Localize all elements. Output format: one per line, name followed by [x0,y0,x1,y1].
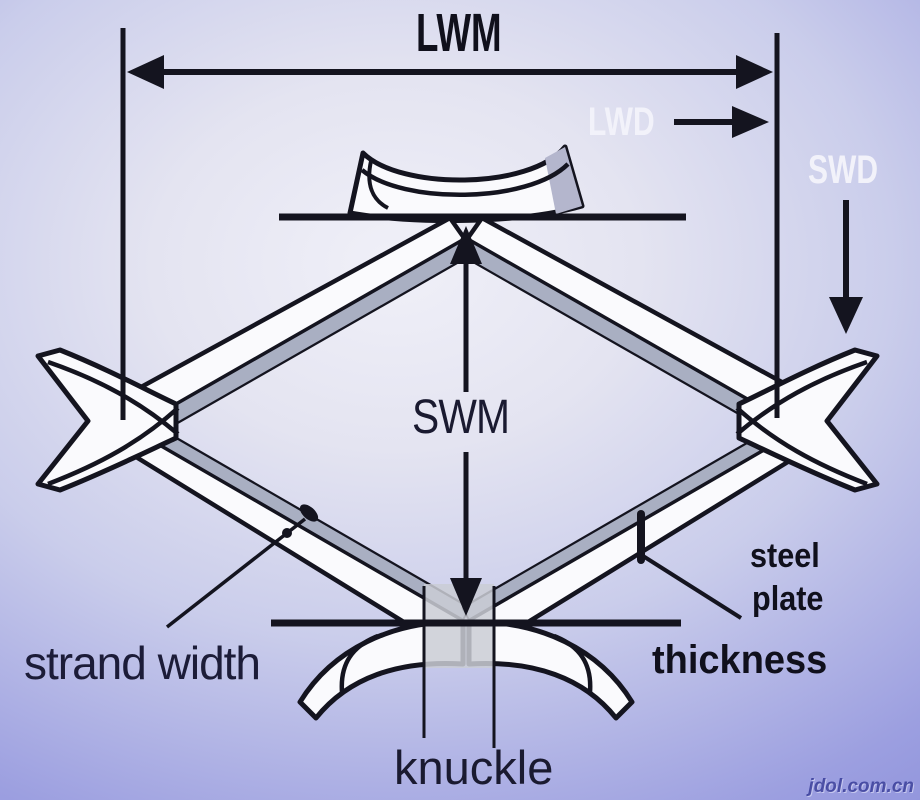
lwd-label: LWD [588,100,655,144]
lwd-dimension-arrow [674,106,769,138]
swd-dimension-arrow [829,200,863,334]
strand-width-leader [165,504,319,629]
top-knuckle-shade [545,147,582,214]
knuckle-label: knuckle [394,741,554,794]
strand-lower-left [125,421,471,651]
dimension-marks [120,28,863,748]
swm-label: SWM [412,391,510,444]
knuckle-leader-lines [422,586,496,748]
swm-dimension-arrow [450,226,482,616]
left-knuckle [35,347,180,493]
steel-plate-label-line1: steel [750,537,820,575]
thickness-label: thickness [652,638,828,682]
steel-plate-label-line2: plate [752,580,824,618]
strand-width-label: strand width [24,637,261,689]
swd-label: SWD [808,148,878,192]
right-knuckle [735,347,880,493]
watermark: jdol.com.cn [808,776,914,797]
strand-upper-left [129,215,477,437]
thickness-leader [637,510,743,620]
lwm-dimension-arrow [127,55,773,89]
mesh-strands [35,144,880,721]
top-knuckle [347,144,585,224]
lwm-label: LWM [416,3,502,63]
